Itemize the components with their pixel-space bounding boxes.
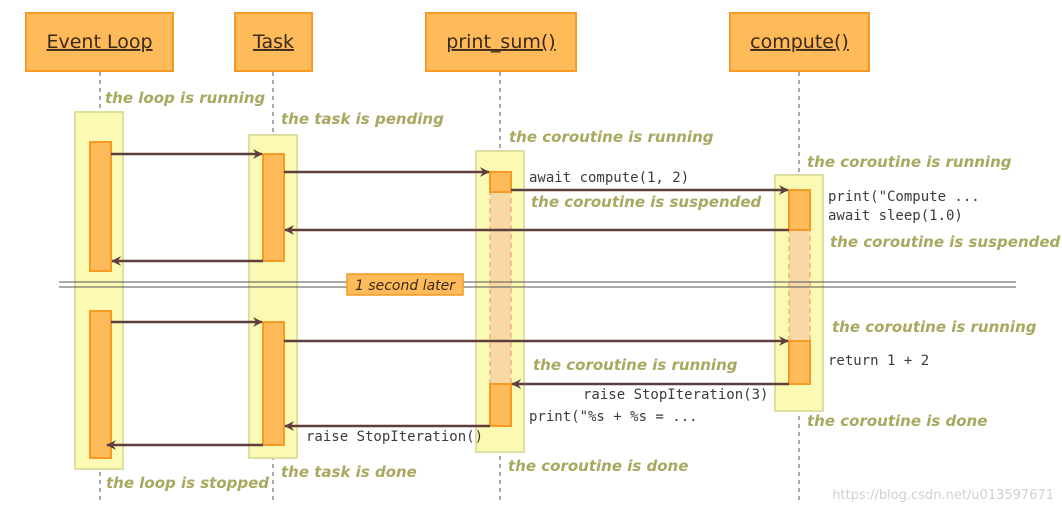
one-second-later-label: 1 second later — [355, 278, 456, 294]
msg-await-sleep: await sleep(1.0) — [828, 208, 963, 224]
compute-suspended-bar — [788, 229, 811, 342]
msg-await-compute: await compute(1, 2) — [529, 170, 689, 186]
task-activation-1 — [262, 153, 285, 262]
participant-event-loop-label: Event Loop — [46, 31, 152, 53]
state-print-sum-running-2: the coroutine is running — [533, 356, 738, 374]
event-loop-activation-2 — [89, 310, 112, 459]
msg-raise-stop-iteration: raise StopIteration() — [306, 429, 483, 445]
state-compute-running-1: the coroutine is running — [807, 153, 1012, 171]
msg-return-sum: return 1 + 2 — [828, 353, 929, 369]
participant-task-label: Task — [252, 31, 294, 53]
participant-print-sum-label: print_sum() — [446, 31, 555, 53]
state-task-pending: the task is pending — [281, 110, 444, 128]
participant-print-sum: print_sum() — [425, 12, 577, 72]
compute-activation-1 — [788, 189, 811, 231]
compute-activation-2 — [788, 340, 811, 385]
state-compute-running-2: the coroutine is running — [832, 318, 1037, 336]
msg-print-sum-line: print("%s + %s = ... — [529, 409, 698, 425]
watermark: https://blog.csdn.net/u013597671 — [832, 488, 1054, 503]
event-loop-activation-1 — [89, 141, 112, 272]
state-print-sum-done: the coroutine is done — [508, 457, 688, 475]
state-compute-suspended: the coroutine is suspended — [830, 233, 1061, 251]
print-sum-activation-1 — [489, 171, 512, 193]
state-compute-done: the coroutine is done — [807, 412, 987, 430]
state-task-done: the task is done — [281, 463, 417, 481]
participant-compute-label: compute() — [750, 31, 849, 53]
state-print-sum-running-1: the coroutine is running — [509, 128, 714, 146]
state-loop-running: the loop is running — [105, 89, 266, 107]
state-print-sum-suspended: the coroutine is suspended — [531, 193, 762, 211]
print-sum-suspended-bar — [489, 191, 512, 385]
msg-raise-stop-iteration-3: raise StopIteration(3) — [583, 387, 768, 403]
state-loop-stopped: the loop is stopped — [106, 474, 269, 492]
participant-event-loop: Event Loop — [25, 12, 174, 72]
msg-print-compute: print("Compute ... — [828, 189, 980, 205]
print-sum-activation-2 — [489, 383, 512, 427]
task-activation-2 — [262, 321, 285, 446]
one-second-later-badge: 1 second later — [346, 273, 464, 296]
participant-task: Task — [234, 12, 313, 72]
participant-compute: compute() — [729, 12, 870, 72]
